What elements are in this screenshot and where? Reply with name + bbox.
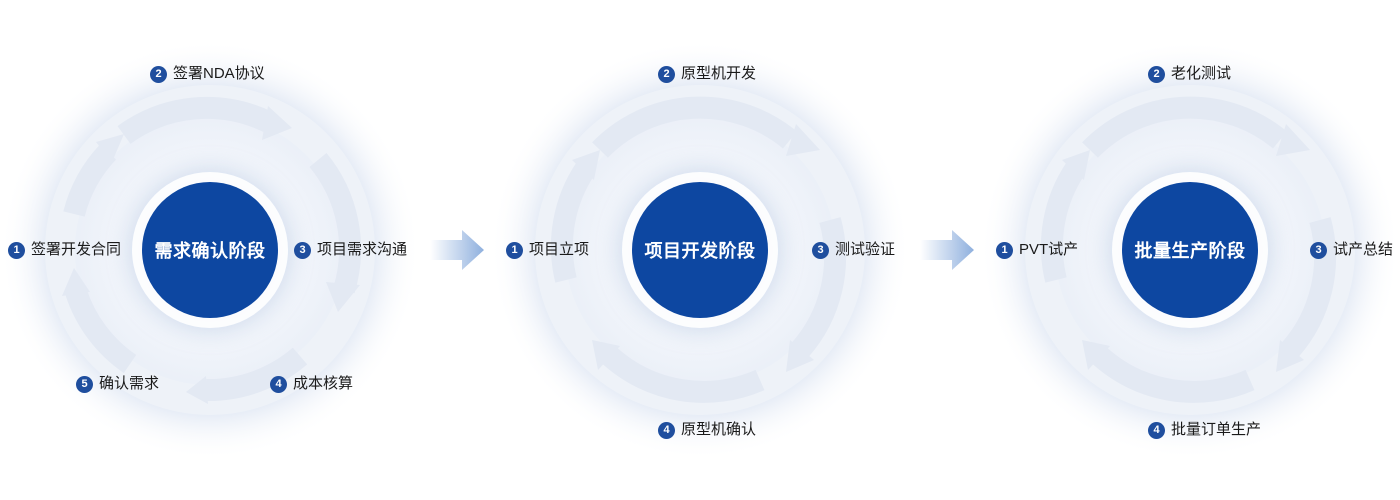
step-number-badge: 1 xyxy=(996,241,1013,259)
step-label: 试产总结 xyxy=(1333,241,1394,258)
step-label: 测试验证 xyxy=(835,241,896,258)
stage-3-step-3: 3 试产总结 xyxy=(1310,240,1393,260)
stage-1-step-4: 4 成本核算 xyxy=(270,374,353,394)
step-label: 项目需求沟通 xyxy=(317,241,408,258)
step-label: 签署开发合同 xyxy=(31,241,122,258)
stage-3-center: 批量生产阶段 xyxy=(1122,182,1258,318)
stage-1-step-1: 1 签署开发合同 xyxy=(8,240,121,260)
step-number-badge: 4 xyxy=(1148,421,1165,439)
step-label: 签署NDA协议 xyxy=(173,65,265,82)
stage-3-step-2: 2 老化测试 xyxy=(1148,64,1231,84)
step-label: 项目立项 xyxy=(529,241,590,258)
step-number-badge: 2 xyxy=(1148,65,1165,83)
stage-3-step-1: 1 PVT试产 xyxy=(996,240,1078,260)
step-label: 成本核算 xyxy=(293,375,354,392)
step-number-badge: 2 xyxy=(150,65,167,83)
step-number-badge: 4 xyxy=(658,421,675,439)
step-number-badge: 3 xyxy=(812,241,829,259)
stage-2-step-2: 2 原型机开发 xyxy=(658,64,756,84)
stage-1-step-5: 5 确认需求 xyxy=(76,374,159,394)
step-number-badge: 5 xyxy=(76,375,93,393)
step-label: 原型机确认 xyxy=(681,421,757,438)
stage-1-title: 需求确认阶段 xyxy=(154,241,266,261)
stage-2-step-3: 3 测试验证 xyxy=(812,240,895,260)
step-label: 老化测试 xyxy=(1171,65,1232,82)
stage-2-step-4: 4 原型机确认 xyxy=(658,420,756,440)
connector-arrow-2 xyxy=(920,230,974,270)
step-number-badge: 2 xyxy=(658,65,675,83)
stage-1-step-2: 2 签署NDA协议 xyxy=(150,64,265,84)
stage-3-title: 批量生产阶段 xyxy=(1134,241,1246,261)
step-label: PVT试产 xyxy=(1019,241,1079,258)
stage-1-center: 需求确认阶段 xyxy=(142,182,278,318)
step-label: 确认需求 xyxy=(99,375,160,392)
stage-2-center: 项目开发阶段 xyxy=(632,182,768,318)
connector-arrow-1 xyxy=(430,230,484,270)
step-number-badge: 1 xyxy=(506,241,523,259)
step-number-badge: 3 xyxy=(1310,241,1327,259)
step-number-badge: 1 xyxy=(8,241,25,259)
stage-2-step-1: 1 项目立项 xyxy=(506,240,589,260)
stage-1-step-3: 3 项目需求沟通 xyxy=(294,240,407,260)
step-number-badge: 4 xyxy=(270,375,287,393)
stage-2-title: 项目开发阶段 xyxy=(644,241,756,261)
step-number-badge: 3 xyxy=(294,241,311,259)
stage-3-step-4: 4 批量订单生产 xyxy=(1148,420,1261,440)
step-label: 批量订单生产 xyxy=(1171,421,1262,438)
step-label: 原型机开发 xyxy=(681,65,757,82)
